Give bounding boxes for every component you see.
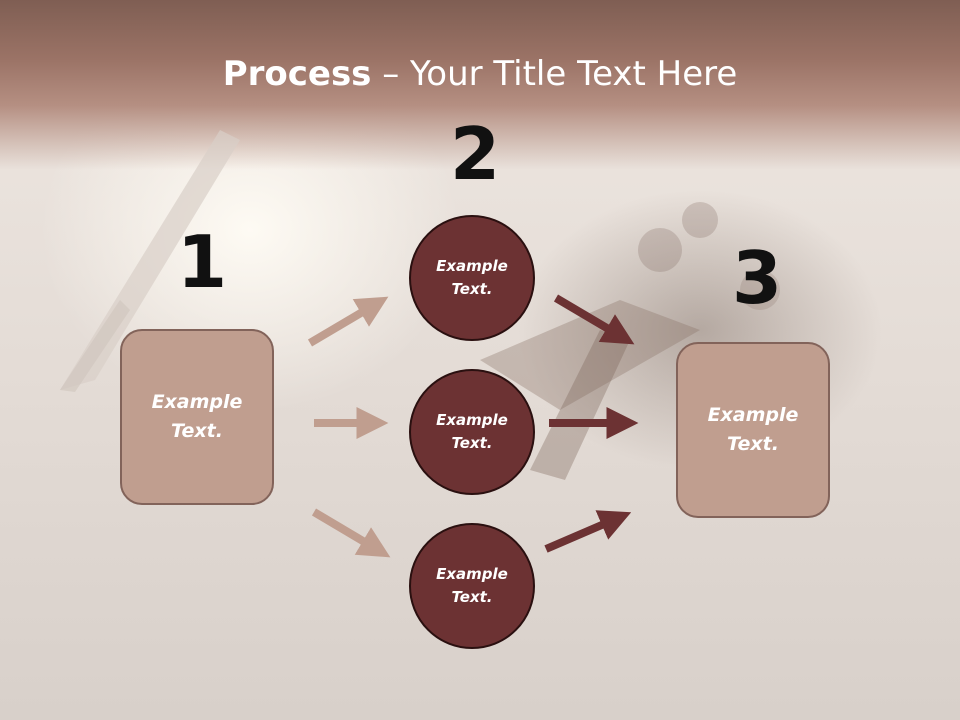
arrow-bottom-to-3 (544, 510, 632, 553)
title-rest: – Your Title Text Here (371, 54, 738, 94)
step-2-number: 2 (450, 112, 501, 196)
step-2-label-bottom: Example Text. (436, 565, 508, 606)
slide-title: Process – Your Title Text Here (0, 52, 960, 96)
step-2-circle-middle: Example Text. (409, 369, 535, 495)
step-2-label-top: Example Text. (436, 257, 508, 298)
step-1-box: Example Text. (120, 329, 274, 505)
step-2-circle-top: Example Text. (409, 215, 535, 341)
arrow-1-to-top (307, 296, 389, 347)
step-3-label: Example Text. (707, 404, 799, 455)
step-3-box: Example Text. (676, 342, 830, 518)
arrow-1-to-bottom (311, 508, 391, 558)
step-1-label: Example Text. (151, 391, 243, 442)
step-2-label-middle: Example Text. (436, 411, 508, 452)
step-3-number: 3 (732, 236, 783, 320)
header-band (0, 0, 960, 170)
arrow-top-to-3 (553, 294, 635, 345)
step-2-circle-bottom: Example Text. (409, 523, 535, 649)
title-bold: Process (222, 54, 372, 94)
step-1-number: 1 (177, 220, 228, 304)
